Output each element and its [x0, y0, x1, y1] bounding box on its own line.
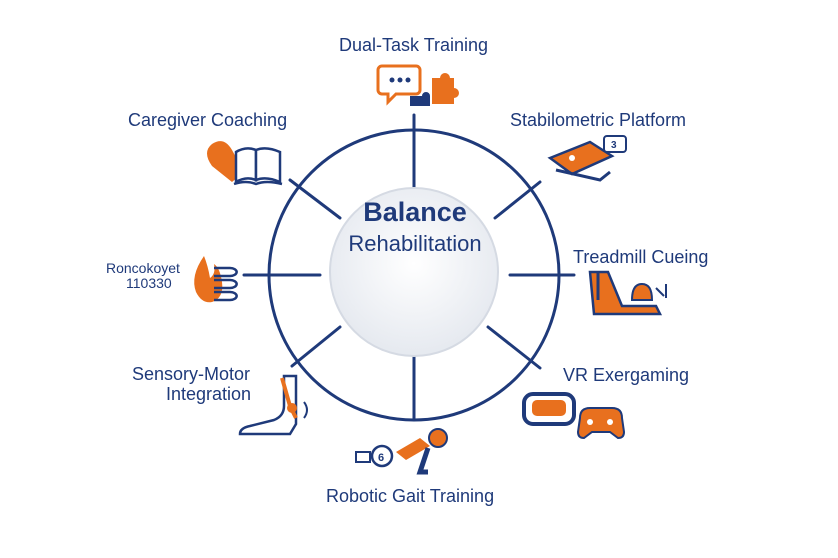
center-title: Balance Rehabilitation	[330, 195, 500, 259]
node-label-caregiver: Caregiver Coaching	[128, 110, 288, 130]
node-label-sensory-line1: Sensory-Motor	[132, 364, 251, 384]
heart-book-icon	[207, 141, 283, 186]
node-label-left-line2: 110330	[126, 275, 172, 291]
platform-badge: 3	[611, 140, 617, 151]
center-hub	[329, 187, 499, 357]
node-label-stabilometric: Stabilometric Platform	[510, 110, 687, 130]
vr-headset-gamepad-icon	[522, 392, 626, 440]
robot-badge: 6	[378, 452, 384, 464]
spoke-bottom-left	[290, 325, 342, 368]
treadmill-bell-icon	[588, 270, 667, 316]
chat-puzzle-icon	[376, 64, 459, 106]
node-label-left-line1: Roncokoyet	[106, 260, 180, 276]
node-label-dual-task: Dual-Task Training	[339, 35, 489, 55]
spokes	[242, 113, 576, 422]
node-label-robotic: Robotic Gait Training	[326, 486, 495, 506]
spoke-top-right	[493, 180, 542, 220]
node-label-sensory-line2: Integration	[166, 384, 252, 404]
node-label-vr: VR Exergaming	[563, 365, 690, 385]
center-title-line1: Balance	[363, 197, 467, 227]
foot-sensor-icon	[238, 374, 308, 436]
balance-platform-icon: 3	[547, 135, 627, 182]
spoke-bottom-right	[486, 325, 542, 370]
robotic-arm-icon: 6	[355, 428, 448, 475]
center-title-line2: Rehabilitation	[348, 231, 482, 256]
spoke-top-left	[288, 178, 342, 220]
flame-stack-icon	[194, 256, 238, 303]
node-label-treadmill: Treadmill Cueing	[573, 247, 709, 267]
